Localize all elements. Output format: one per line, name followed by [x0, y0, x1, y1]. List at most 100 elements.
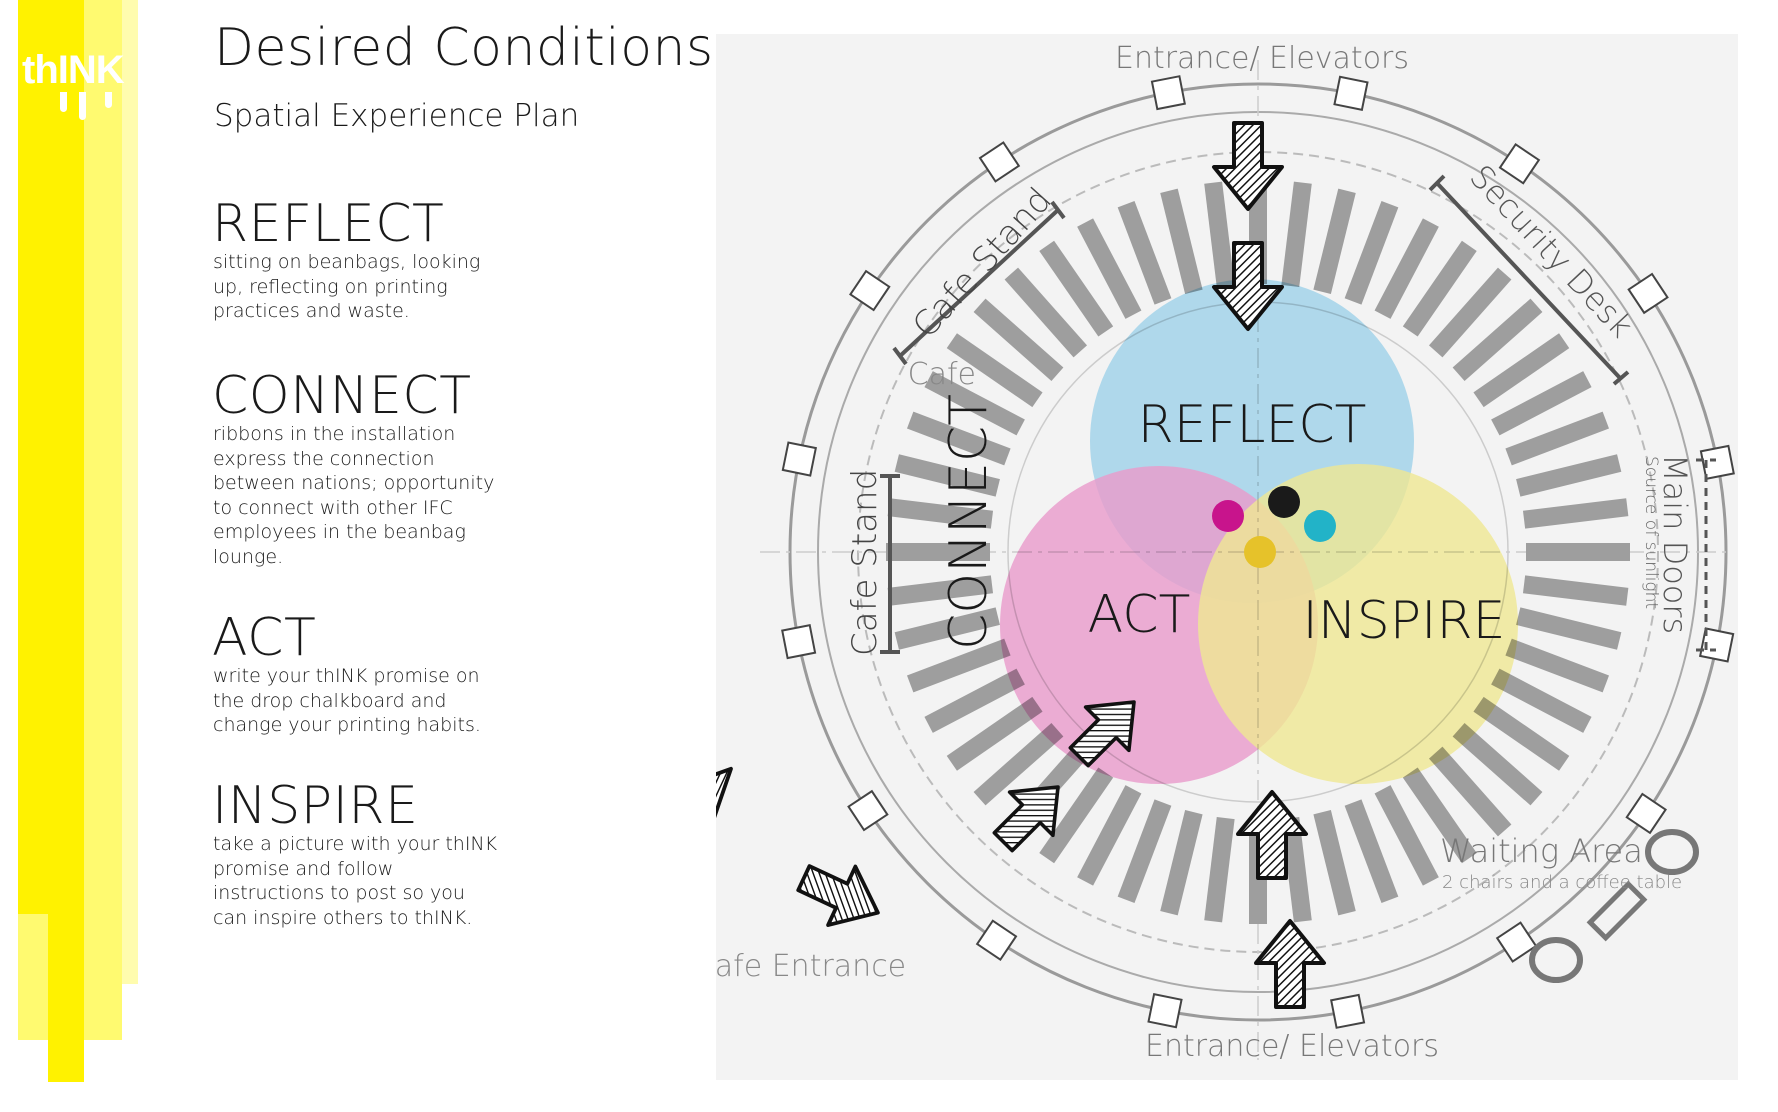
hatched-arrow [796, 864, 880, 927]
column-block [1498, 143, 1541, 185]
entrance-top-label: Entrance/ Elevators [1115, 41, 1409, 76]
ribbon-slat [906, 411, 1011, 466]
ribbon-slat [1281, 181, 1312, 288]
ribbon-slat [906, 638, 1011, 693]
arrow-shape [1068, 700, 1136, 768]
venn-zones [1000, 279, 1518, 784]
column-block [781, 624, 817, 660]
section-heading-reflect: REFLECT [212, 194, 445, 254]
arrow-shape [1212, 121, 1284, 211]
section-heading-act: ACT [212, 608, 317, 668]
section-body-act: write your thINK promise on the drop cha… [213, 665, 481, 736]
connect-label: CONNECT [939, 394, 999, 650]
ribbon-slat [973, 298, 1064, 382]
ribbon-slat [1516, 454, 1622, 497]
ribbon-slat [1313, 810, 1356, 916]
yellow-bar-main [48, 0, 84, 1082]
zone-label-reflect: REFLECT [1138, 395, 1367, 455]
ribbon-slat [1204, 816, 1235, 923]
column-block [1698, 627, 1735, 663]
magenta-dot [1212, 500, 1244, 532]
arrow-shape [716, 734, 733, 820]
column-block [1699, 444, 1735, 480]
ribbon-slat [1039, 767, 1114, 864]
hatched-arrow [1212, 241, 1284, 331]
ribbon-slat [1491, 668, 1592, 733]
hatched-arrow [1212, 121, 1284, 211]
ribbon-slat [1428, 746, 1512, 837]
cafe-label: Cafe [908, 357, 976, 392]
arrow-shape [796, 864, 880, 927]
cyan-dot [1304, 510, 1336, 542]
column-blocks [781, 75, 1735, 1029]
ribbon-slat [1522, 575, 1629, 606]
ribbon-slat [1522, 498, 1629, 529]
hatched-arrow [1236, 790, 1308, 880]
hatched-arrow [1068, 700, 1136, 768]
page-subtitle: Spatial Experience Plan [214, 98, 580, 134]
ribbon-slat [1402, 240, 1477, 337]
ribbon-slat [1160, 810, 1203, 916]
section-body-connect: ribbons in the installation express the … [213, 423, 495, 568]
ribbon-slat [1516, 607, 1622, 650]
column-block [975, 919, 1018, 961]
hatched-arrow [992, 785, 1060, 853]
cafe-stand-left-label: Cafe Stand [845, 469, 885, 656]
security-desk-bracket [1428, 174, 1630, 386]
logo-drip [79, 92, 86, 120]
ribbon-slat [1039, 240, 1114, 337]
column-block [1625, 792, 1667, 835]
column-block [849, 269, 891, 312]
black-dot [1268, 486, 1300, 518]
main-doors-label: Main Doors [1656, 454, 1694, 634]
ribbon-slat [946, 696, 1043, 771]
ribbon-slat [1491, 371, 1592, 436]
ribbon-slat [1077, 218, 1142, 319]
cafe-entrance-label: Cafe Entrance [716, 949, 906, 984]
think-logo: thINK [22, 48, 125, 120]
arrow-shape [1212, 241, 1284, 331]
ribbon-slat [924, 371, 1025, 436]
ribbon-slat [1004, 267, 1088, 358]
column-block [978, 141, 1021, 183]
column-block [1330, 993, 1366, 1029]
flow-arrows [716, 121, 1326, 1009]
ribbon-slat [1505, 638, 1610, 693]
column-block [1147, 992, 1183, 1029]
ribbon-slat [887, 498, 994, 529]
ribbon-slat [1402, 767, 1477, 864]
ribbon-slat [1077, 785, 1142, 886]
arrow-shape [1236, 790, 1308, 880]
column-block [1150, 75, 1186, 111]
section-body-reflect: sitting on beanbags, looking up, reflect… [213, 251, 481, 322]
waiting-chair [1529, 937, 1583, 983]
floor-plan: REFLECT ACT INSPIRE Entrance/ Elevators … [716, 34, 1738, 1080]
ribbon-slat [1204, 181, 1235, 288]
ribbon-slats [886, 180, 1630, 924]
coffee-table [1586, 880, 1648, 942]
ribbon-slat [887, 575, 994, 606]
cafe-stand-top-bracket [892, 200, 1066, 366]
entrance-bottom-label: Entrance/ Elevators [1145, 1029, 1439, 1064]
column-block [781, 441, 818, 477]
cafe-stand-left-bracket [880, 474, 900, 654]
arrow-shape [1254, 919, 1326, 1009]
ribbon-slat [1160, 188, 1203, 294]
ribbon-slat [1344, 799, 1399, 904]
ribbon-slat [973, 722, 1064, 806]
column-block [847, 789, 889, 832]
yellow-dot [1244, 536, 1276, 568]
ribbon-slat [1452, 722, 1543, 806]
ribbon-slat [1505, 411, 1610, 466]
section-heading-inspire: INSPIRE [212, 776, 419, 836]
zone-label-act: ACT [1088, 585, 1191, 645]
arrow-shape [992, 785, 1060, 853]
hatched-arrow [716, 734, 733, 820]
ribbon-slat [1313, 188, 1356, 294]
column-block [1495, 921, 1538, 963]
ribbon-slat [894, 607, 1000, 650]
ribbon-slat [1452, 298, 1543, 382]
logo-drip [105, 92, 112, 108]
waiting-chair [1645, 829, 1699, 875]
ribbon-slat [1428, 267, 1512, 358]
